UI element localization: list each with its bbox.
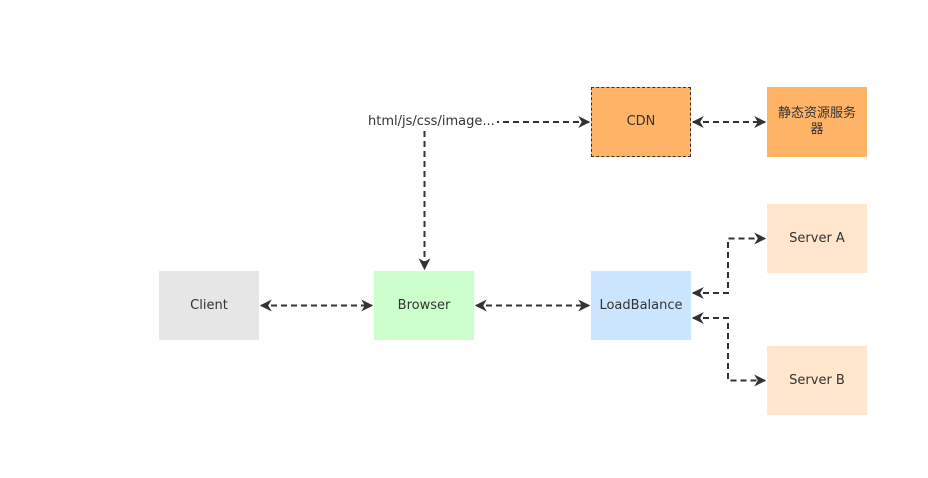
client-node-label: Client [190, 297, 228, 313]
browser-node: Browser [374, 271, 474, 340]
edge-loadbalance-server-b [691, 312, 767, 387]
static-resource-server-label: 静态资源服务器 [777, 106, 856, 137]
cdn-node-label: CDN [626, 114, 656, 129]
server-b-node-label: Server B [789, 372, 845, 388]
server-a-node: Server A [767, 204, 867, 273]
static-resource-server-node: 静态资源服务器 [767, 87, 867, 157]
loadbalance-node: LoadBalance [591, 271, 691, 340]
resources-edge-label: html/js/css/image... [368, 114, 497, 130]
cdn-node: CDN [591, 87, 691, 157]
loadbalance-node-label: LoadBalance [599, 297, 683, 313]
client-node: Client [159, 271, 259, 340]
server-a-node-label: Server A [789, 230, 845, 246]
edge-loadbalance-server-a [691, 232, 767, 299]
server-b-node: Server B [767, 346, 867, 415]
browser-node-label: Browser [397, 297, 451, 313]
